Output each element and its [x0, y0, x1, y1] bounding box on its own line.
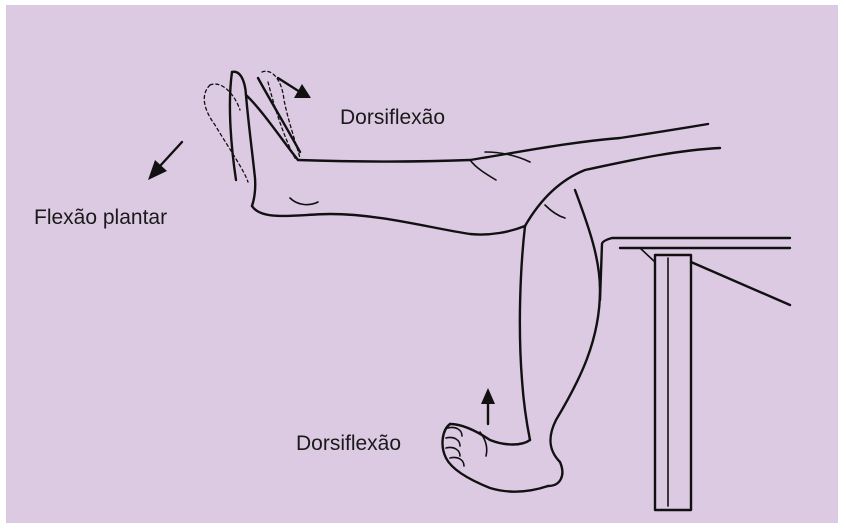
label-plantar-flexion: Flexão plantar	[34, 206, 167, 229]
label-dorsiflexion-lower: Dorsiflexão	[296, 432, 401, 455]
raised-leg	[204, 71, 720, 234]
label-dorsiflexion-upper: Dorsiflexão	[340, 106, 445, 129]
table	[600, 238, 790, 510]
arrow-plantar-flexion	[148, 142, 182, 180]
hanging-leg	[443, 190, 600, 492]
arrow-dorsiflexion-lower	[481, 388, 495, 424]
